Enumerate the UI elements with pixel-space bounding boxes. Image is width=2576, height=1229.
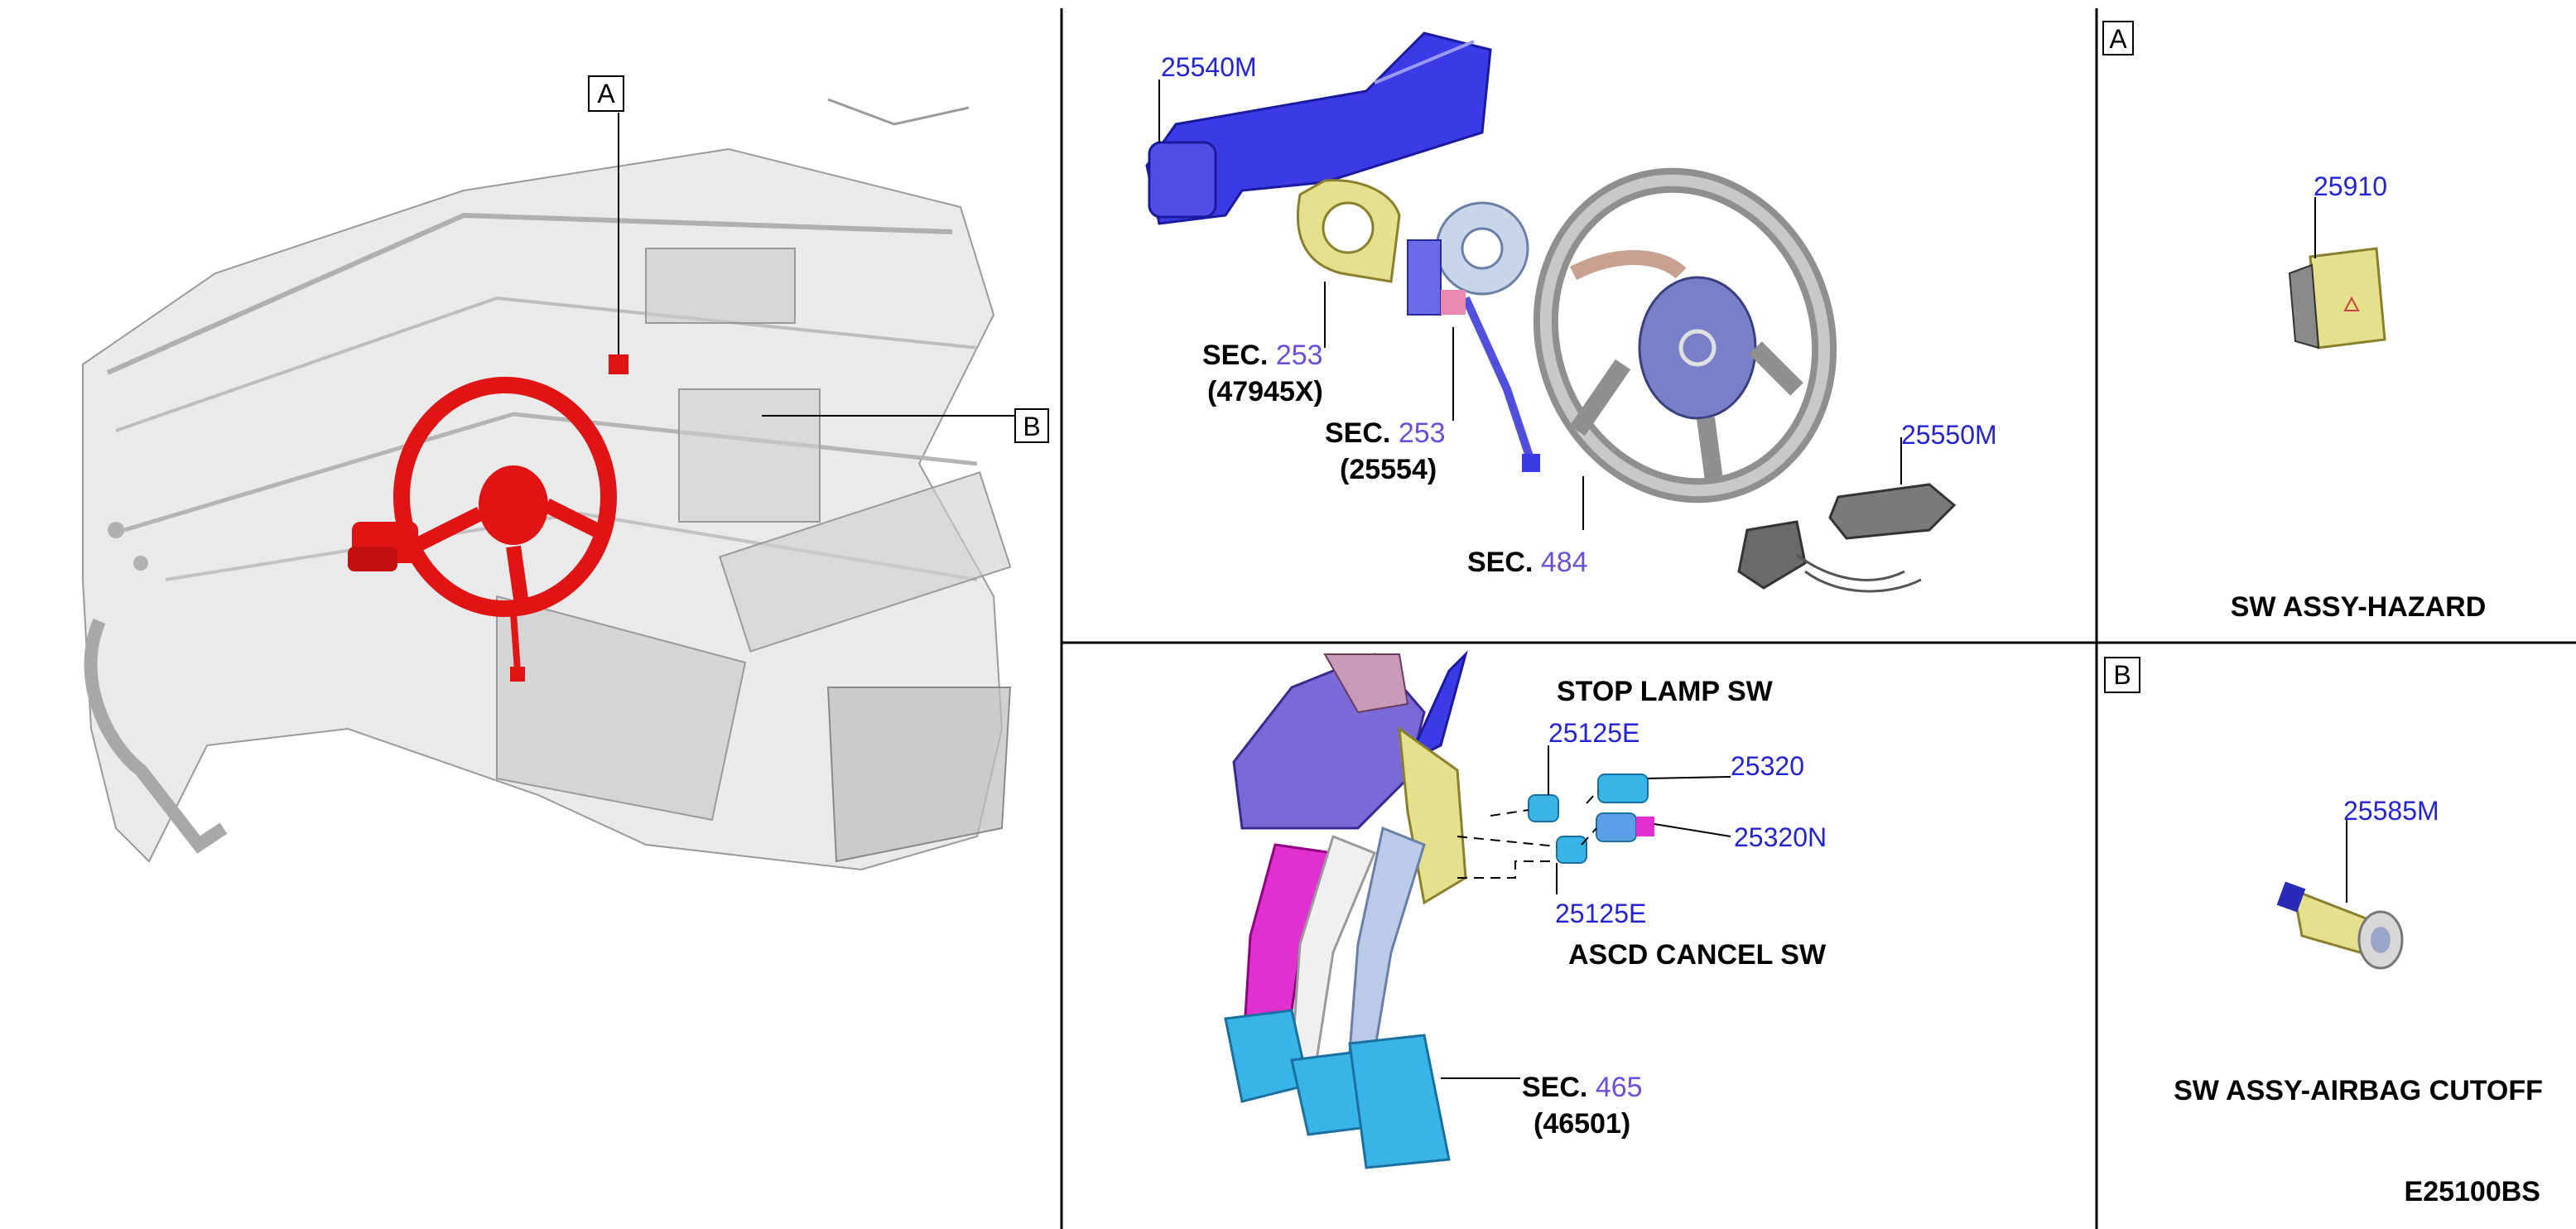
sec-ref-47945x: (47945X) [1207,376,1323,407]
steering-angle-sensor-drawing [1296,179,1401,283]
part-label-25125e-top: 25125E [1548,718,1639,748]
caption-sw-assy-hazard: SW ASSY-HAZARD [2231,591,2487,623]
highlighted-steering-wheel [348,354,628,682]
title-stop-lamp-sw: STOP LAMP SW [1557,676,1774,707]
pedal-assembly-drawing [1224,649,1468,1169]
steering-switch-drawing [1737,483,1957,593]
part-label-25910: 25910 [2314,171,2387,201]
panel-b-box-label: B [2113,660,2131,690]
panel-b: B 25585M SW ASSY-AIRBAG CUTOFF [2104,657,2543,1106]
overview-box-a-label: A [597,79,615,108]
part-label-25585m: 25585M [2343,796,2439,826]
steering-wheel-drawing [1533,167,1837,504]
part-label-25320: 25320 [1731,751,1804,781]
dashboard-overview: A B [82,75,1049,871]
caption-sw-assy-airbag-cutoff: SW ASSY-AIRBAG CUTOFF [2174,1075,2543,1106]
sec-ref-46501: (46501) [1534,1108,1630,1140]
panel-dividers [1060,8,2576,1229]
part-label-25550m: 25550M [1901,420,1997,450]
panel-a: A 25910 SW ASSY-HAZARD [2102,21,2487,623]
airbag-cutoff-switch-drawing [2276,881,2404,970]
combination-switch-drawing [1145,31,1492,225]
panel-a-box-label: A [2109,24,2127,54]
stop-lamp-switch-drawings [1457,774,1654,879]
sec-ref-253-a: SEC. 253 [1202,340,1323,371]
title-ascd-cancel-sw: ASCD CANCEL SW [1568,939,1827,971]
clock-spring-drawing [1407,201,1540,472]
hazard-switch-location [609,354,628,374]
figure-code: E25100BS [2405,1176,2540,1207]
sec-ref-484: SEC. 484 [1467,547,1588,578]
hazard-switch-drawing [2288,247,2386,349]
part-label-25540m: 25540M [1161,52,1257,82]
pedal-parts: STOP LAMP SW 25125E 25320 25320N 25125E … [1224,649,1827,1169]
part-label-25125e-bottom: 25125E [1555,899,1646,928]
sec-ref-465: SEC. 465 [1522,1072,1643,1103]
part-label-25320n: 25320N [1734,822,1827,852]
steering-parts: 25540M SEC. 253 (47945X) SEC. 253 (25554… [1145,31,1997,593]
sec-ref-253-b: SEC. 253 [1325,417,1446,449]
sec-ref-25554: (25554) [1340,454,1437,485]
overview-box-b-label: B [1023,412,1040,441]
